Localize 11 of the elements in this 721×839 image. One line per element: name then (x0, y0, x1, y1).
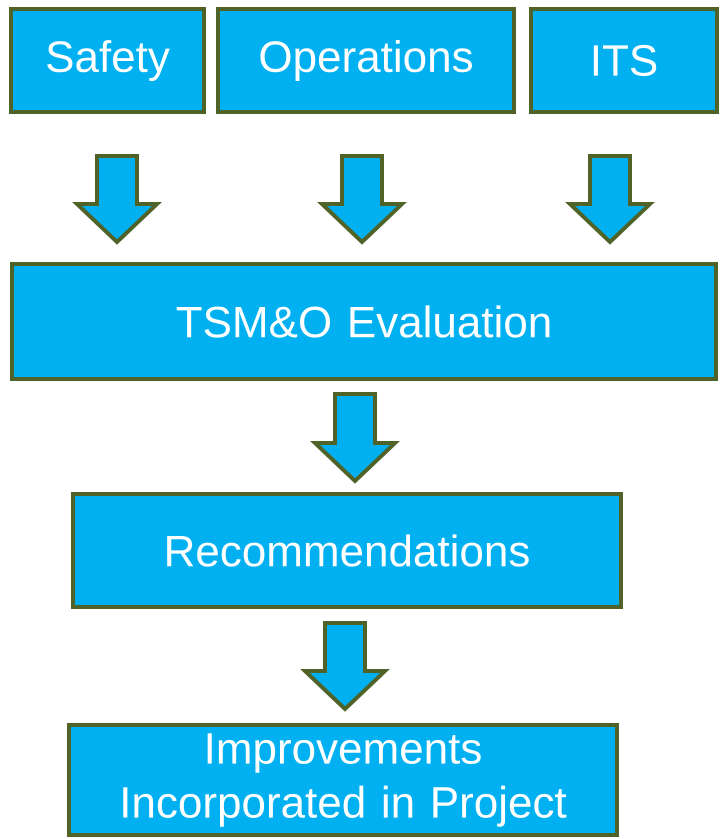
block-arrow (310, 392, 400, 484)
process-box: Improvements Incorporated in Project (67, 723, 619, 837)
process-box: Operations (216, 7, 516, 114)
process-box: Recommendations (71, 492, 623, 609)
process-box: ITS (529, 7, 719, 114)
block-arrow (72, 154, 162, 245)
block-arrow (564, 154, 655, 245)
block-arrow (316, 154, 407, 245)
process-box: Safety (9, 7, 206, 114)
block-arrow (300, 621, 390, 712)
process-box: TSM&O Evaluation (10, 262, 718, 381)
